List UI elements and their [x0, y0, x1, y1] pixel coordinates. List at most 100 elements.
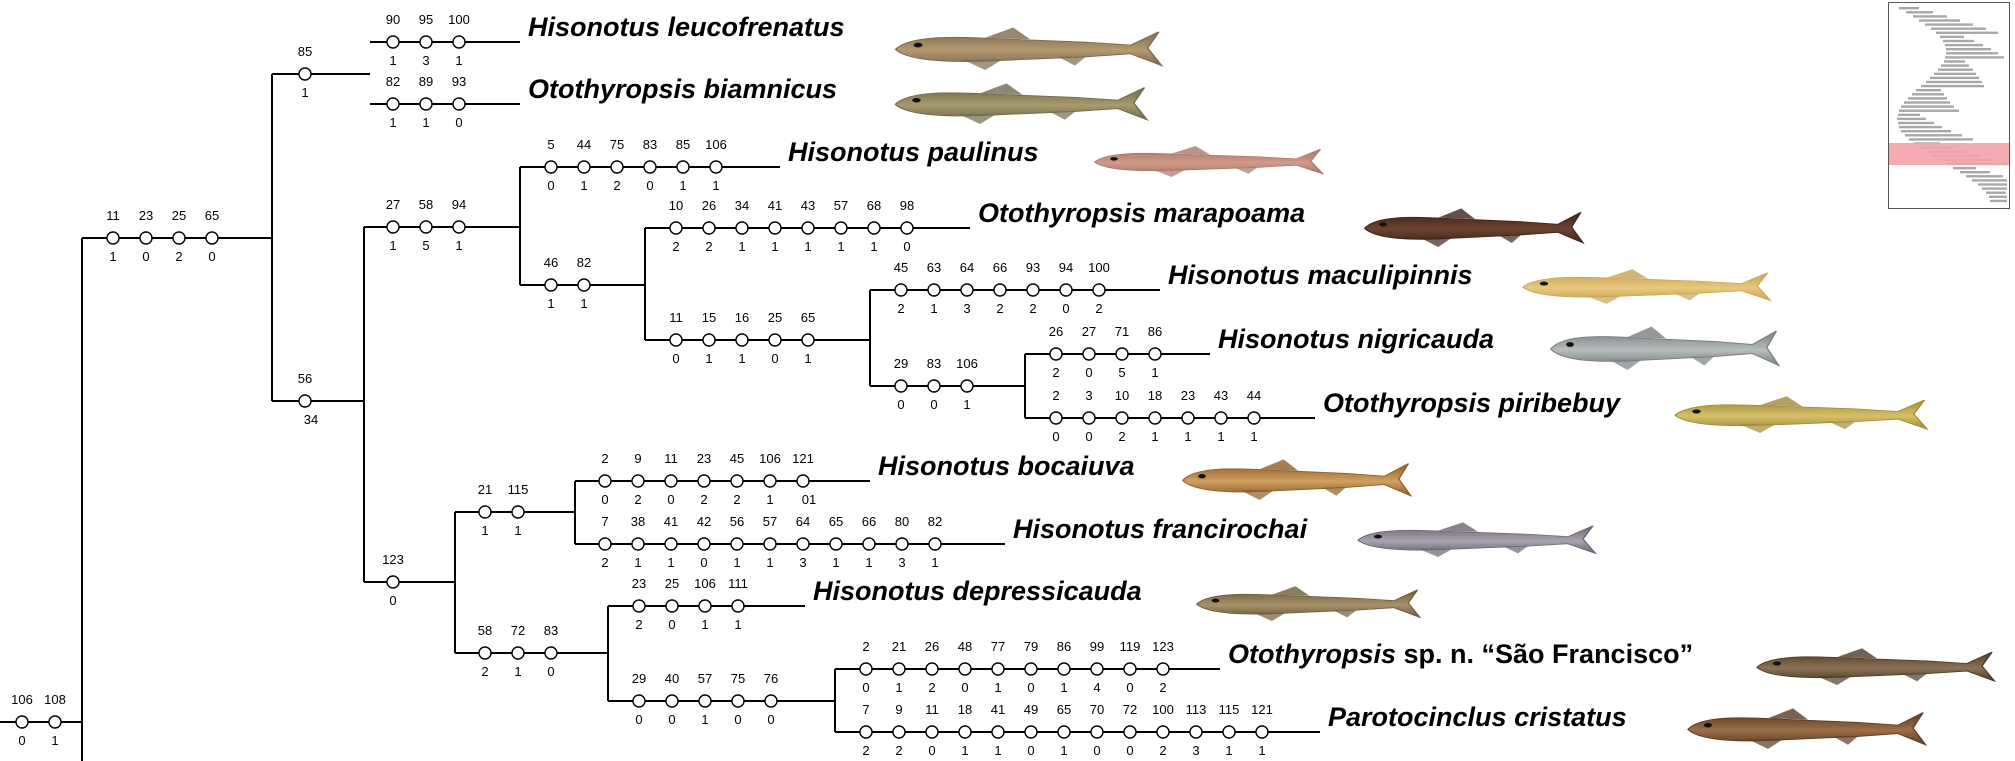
- character-node[interactable]: [420, 221, 432, 233]
- character-node[interactable]: [835, 222, 847, 234]
- character-node[interactable]: [545, 279, 557, 291]
- character-node[interactable]: [387, 36, 399, 48]
- character-node[interactable]: [599, 475, 611, 487]
- character-node[interactable]: [703, 222, 715, 234]
- character-node[interactable]: [107, 232, 119, 244]
- character-node[interactable]: [1060, 284, 1072, 296]
- character-node[interactable]: [797, 475, 809, 487]
- character-node[interactable]: [512, 647, 524, 659]
- character-node[interactable]: [961, 380, 973, 392]
- character-node[interactable]: [140, 232, 152, 244]
- tree-minimap[interactable]: [1888, 2, 2010, 209]
- character-node[interactable]: [736, 222, 748, 234]
- character-node[interactable]: [901, 222, 913, 234]
- character-node[interactable]: [479, 506, 491, 518]
- character-node[interactable]: [1091, 726, 1103, 738]
- character-node[interactable]: [644, 161, 656, 173]
- character-node[interactable]: [896, 538, 908, 550]
- character-node[interactable]: [1025, 726, 1037, 738]
- character-node[interactable]: [1083, 348, 1095, 360]
- character-node[interactable]: [1093, 284, 1105, 296]
- character-node[interactable]: [1215, 412, 1227, 424]
- character-node[interactable]: [677, 161, 689, 173]
- character-node[interactable]: [453, 221, 465, 233]
- character-node[interactable]: [632, 475, 644, 487]
- character-node[interactable]: [1050, 412, 1062, 424]
- character-node[interactable]: [994, 284, 1006, 296]
- character-node[interactable]: [665, 538, 677, 550]
- character-node[interactable]: [698, 475, 710, 487]
- character-node[interactable]: [992, 726, 1004, 738]
- character-node[interactable]: [895, 284, 907, 296]
- character-node[interactable]: [633, 695, 645, 707]
- character-node[interactable]: [512, 506, 524, 518]
- character-node[interactable]: [16, 716, 28, 728]
- character-node[interactable]: [420, 36, 432, 48]
- character-node[interactable]: [49, 716, 61, 728]
- character-node[interactable]: [929, 538, 941, 550]
- character-node[interactable]: [545, 161, 557, 173]
- character-node[interactable]: [928, 284, 940, 296]
- character-node[interactable]: [299, 68, 311, 80]
- character-node[interactable]: [959, 726, 971, 738]
- character-node[interactable]: [959, 663, 971, 675]
- minimap-viewport-highlight[interactable]: [1889, 143, 2009, 165]
- character-node[interactable]: [1157, 663, 1169, 675]
- character-node[interactable]: [926, 663, 938, 675]
- character-node[interactable]: [1248, 412, 1260, 424]
- character-node[interactable]: [926, 726, 938, 738]
- character-node[interactable]: [1058, 726, 1070, 738]
- character-node[interactable]: [479, 647, 491, 659]
- character-node[interactable]: [1124, 663, 1136, 675]
- character-node[interactable]: [698, 538, 710, 550]
- character-node[interactable]: [830, 538, 842, 550]
- character-node[interactable]: [1083, 412, 1095, 424]
- character-node[interactable]: [387, 576, 399, 588]
- character-node[interactable]: [703, 334, 715, 346]
- character-node[interactable]: [699, 600, 711, 612]
- character-node[interactable]: [453, 36, 465, 48]
- character-node[interactable]: [769, 222, 781, 234]
- character-node[interactable]: [802, 334, 814, 346]
- character-node[interactable]: [732, 695, 744, 707]
- character-node[interactable]: [173, 232, 185, 244]
- character-node[interactable]: [599, 538, 611, 550]
- character-node[interactable]: [895, 380, 907, 392]
- character-node[interactable]: [710, 161, 722, 173]
- character-node[interactable]: [1149, 348, 1161, 360]
- character-node[interactable]: [1157, 726, 1169, 738]
- character-node[interactable]: [545, 647, 557, 659]
- character-node[interactable]: [1190, 726, 1202, 738]
- character-node[interactable]: [1182, 412, 1194, 424]
- character-node[interactable]: [1223, 726, 1235, 738]
- character-node[interactable]: [670, 334, 682, 346]
- character-node[interactable]: [992, 663, 1004, 675]
- character-node[interactable]: [1256, 726, 1268, 738]
- character-node[interactable]: [731, 538, 743, 550]
- character-node[interactable]: [732, 600, 744, 612]
- character-node[interactable]: [387, 221, 399, 233]
- character-node[interactable]: [1124, 726, 1136, 738]
- character-node[interactable]: [670, 222, 682, 234]
- character-node[interactable]: [736, 334, 748, 346]
- character-node[interactable]: [611, 161, 623, 173]
- character-node[interactable]: [578, 161, 590, 173]
- character-node[interactable]: [1058, 663, 1070, 675]
- character-node[interactable]: [632, 538, 644, 550]
- character-node[interactable]: [699, 695, 711, 707]
- character-node[interactable]: [961, 284, 973, 296]
- character-node[interactable]: [387, 98, 399, 110]
- character-node[interactable]: [578, 279, 590, 291]
- character-node[interactable]: [633, 600, 645, 612]
- character-node[interactable]: [453, 98, 465, 110]
- character-node[interactable]: [1116, 412, 1128, 424]
- character-node[interactable]: [299, 395, 311, 407]
- character-node[interactable]: [1091, 663, 1103, 675]
- character-node[interactable]: [893, 726, 905, 738]
- character-node[interactable]: [928, 380, 940, 392]
- character-node[interactable]: [863, 538, 875, 550]
- character-node[interactable]: [1149, 412, 1161, 424]
- character-node[interactable]: [797, 538, 809, 550]
- character-node[interactable]: [1025, 663, 1037, 675]
- character-node[interactable]: [868, 222, 880, 234]
